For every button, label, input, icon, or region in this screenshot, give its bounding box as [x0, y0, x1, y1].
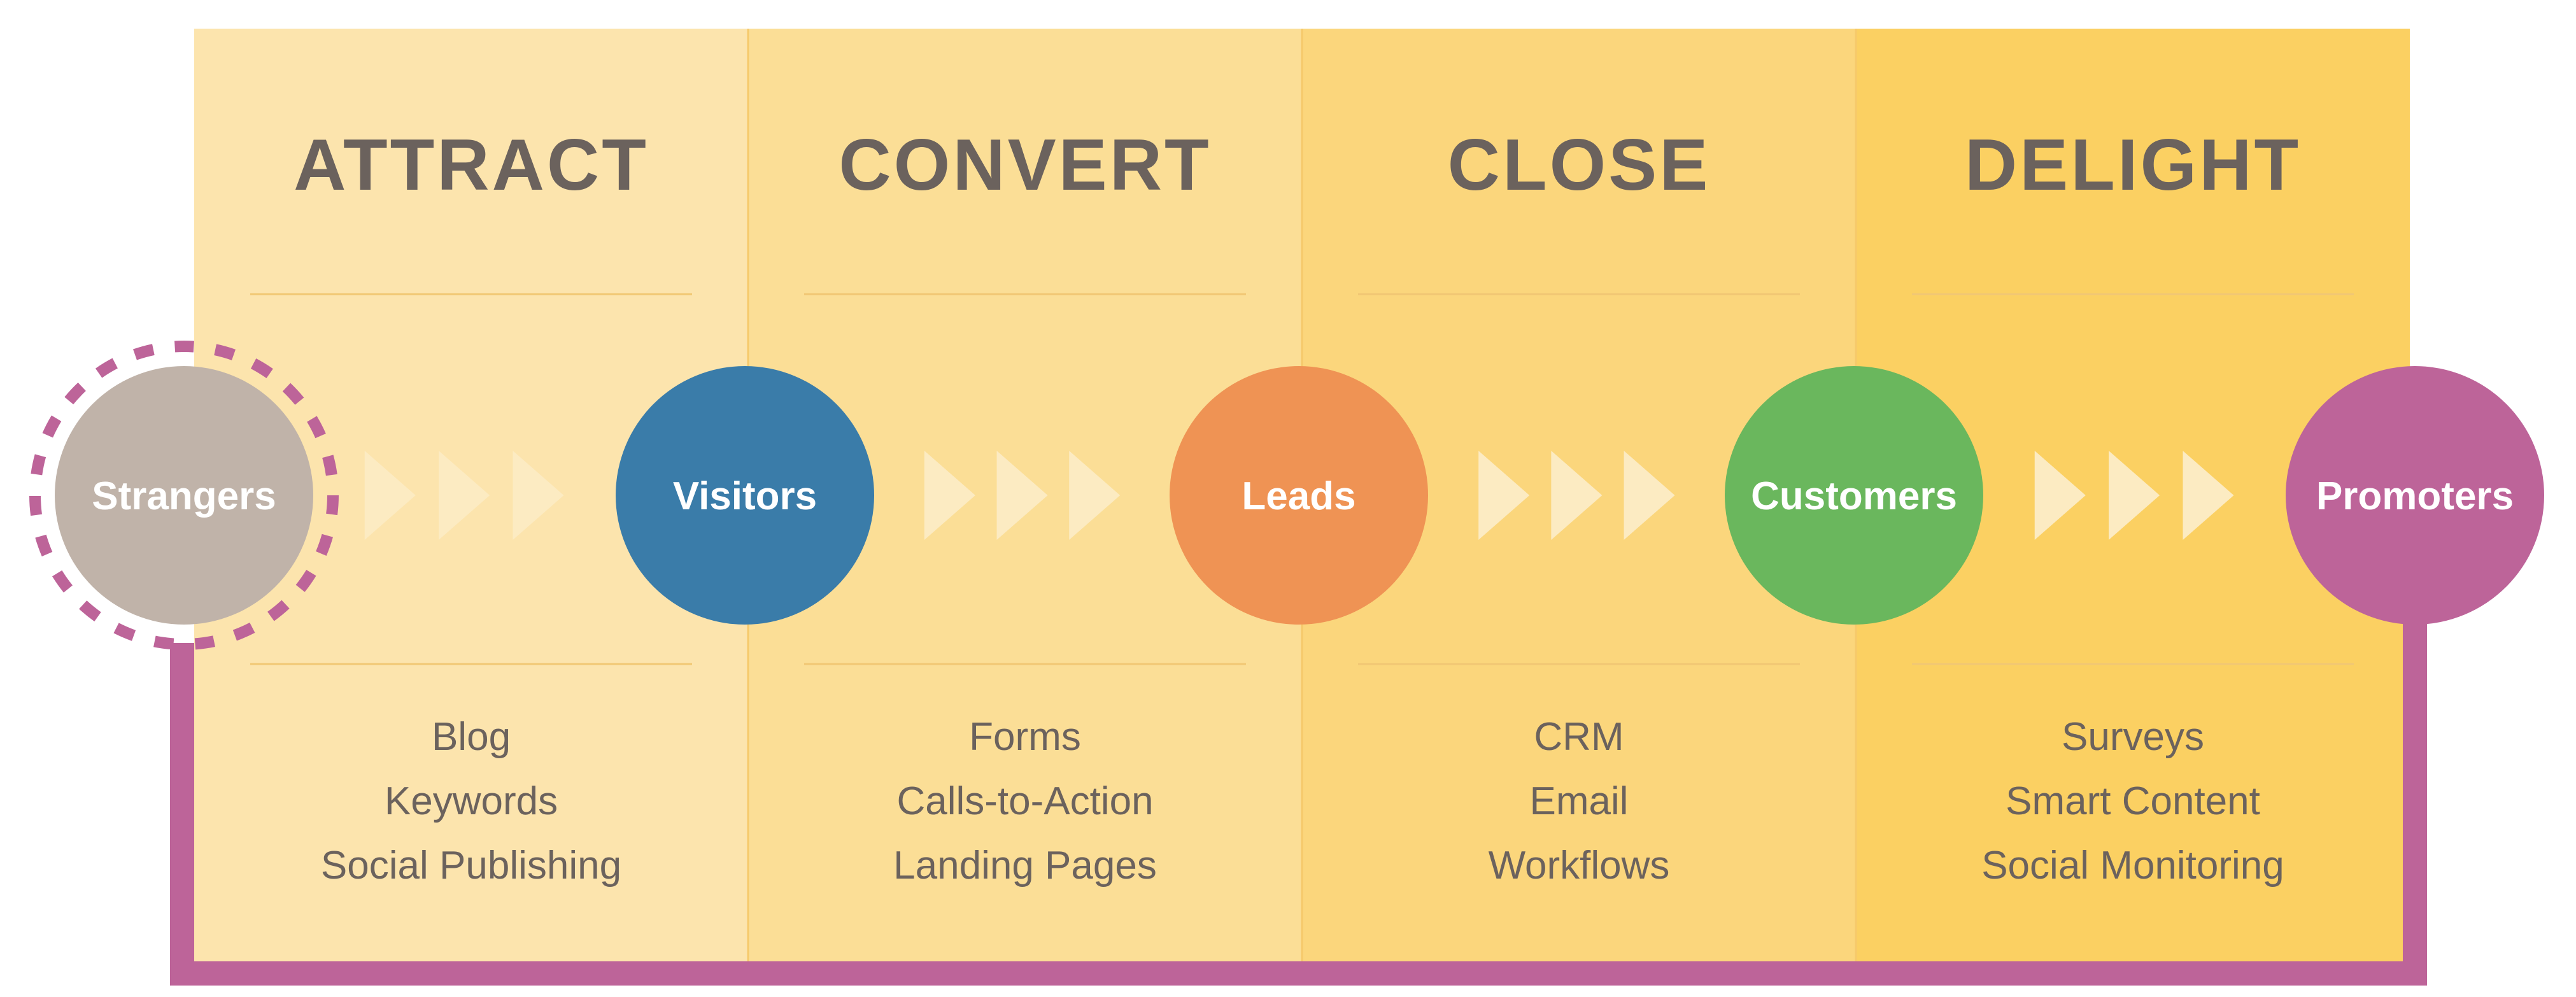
feedback-loop	[170, 618, 2427, 986]
node-label: Strangers	[92, 474, 276, 518]
node-label: Customers	[1751, 474, 1957, 518]
stage-item: Smart Content	[2006, 779, 2260, 823]
stage-title-attract: ATTRACT	[294, 125, 649, 206]
stage-item: Social Monitoring	[1981, 844, 2284, 887]
node-label: Promoters	[2316, 474, 2514, 518]
lifecycle-nodes: Strangers Visitors Leads Customers Promoters	[29, 341, 2544, 650]
stage-item: Landing Pages	[893, 844, 1157, 887]
chevron-arrow-icon	[996, 451, 1048, 540]
chevron-arrow-icon	[1478, 451, 1530, 540]
chevron-arrow-icon	[439, 451, 490, 540]
stage-item: Calls-to-Action	[896, 779, 1153, 823]
stage-item: Keywords	[385, 779, 558, 823]
chevron-arrow-icon	[1551, 451, 1603, 540]
stage-title-close: CLOSE	[1448, 125, 1711, 206]
section-rules	[250, 293, 2354, 665]
node-circle	[2286, 366, 2544, 625]
node-strangers: Strangers	[29, 341, 339, 650]
stage-item: Email	[1529, 779, 1628, 823]
node-circle	[1170, 366, 1428, 625]
chevron-arrow-icon	[513, 451, 564, 540]
chevron-arrow-icon	[2034, 451, 2086, 540]
chevron-arrow-icon	[2183, 451, 2234, 540]
chevron-arrow-icon	[2109, 451, 2160, 540]
chevron-arrow-icon	[364, 451, 416, 540]
node-leads: Leads	[1170, 366, 1428, 625]
chevron-arrow-icon	[1624, 451, 1675, 540]
node-circle	[55, 366, 313, 625]
node-promoters: Promoters	[2286, 366, 2544, 625]
node-customers: Customers	[1725, 366, 1983, 625]
stage-title-delight: DELIGHT	[1965, 125, 2301, 206]
stage-item: Workflows	[1489, 844, 1670, 887]
stage-item: Social Publishing	[321, 844, 621, 887]
dashed-ring	[29, 341, 339, 650]
chevron-arrow-icon	[1069, 451, 1121, 540]
loop-line	[170, 618, 2427, 986]
flow-chevrons	[364, 451, 2234, 540]
node-circle	[1725, 366, 1983, 625]
stage-item: Surveys	[2062, 715, 2204, 759]
node-label: Visitors	[673, 474, 817, 518]
node-visitors: Visitors	[616, 366, 874, 625]
chevron-arrow-icon	[924, 451, 975, 540]
stage-item: Forms	[969, 715, 1081, 759]
node-label: Leads	[1242, 474, 1355, 518]
node-circle	[616, 366, 874, 625]
stage-title-convert: CONVERT	[839, 125, 1211, 206]
stage-item: Blog	[432, 715, 511, 759]
stage-item: CRM	[1534, 715, 1624, 759]
stage-titles: ATTRACT CONVERT CLOSE DELIGHT	[294, 125, 2301, 206]
